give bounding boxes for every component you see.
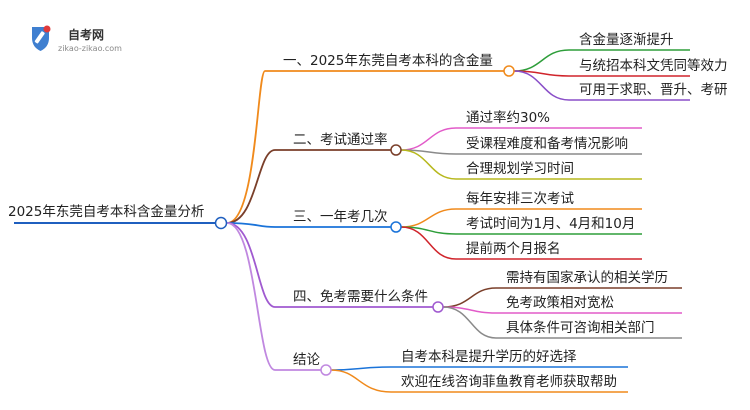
branch-connector [432, 301, 444, 313]
root-node: 2025年东莞自考本科含金量分析 [8, 204, 228, 230]
branch-edge [226, 222, 391, 228]
leaf-edge [513, 70, 690, 101]
leaf-label: 具体条件可咨询相关部门 [506, 319, 655, 336]
leaf-label: 每年安排三次考试 [466, 191, 574, 207]
edges-layer [226, 49, 690, 393]
leaf-label: 需持有国家承认的相关学历 [506, 269, 668, 286]
leaf-edge [400, 226, 642, 260]
branch-label: 结论 [293, 352, 320, 368]
leaf-label: 与统招本科文凭同等效力 [579, 57, 728, 74]
logo-pen-icon [34, 31, 45, 44]
branch-edge [226, 222, 321, 371]
branch-connector [503, 65, 515, 77]
leaf-edge [400, 208, 642, 228]
branch-connector [390, 144, 402, 156]
branch-edge [226, 149, 391, 224]
leaf-edge [330, 369, 628, 393]
leaf-label: 可用于求职、晋升、考研 [579, 82, 728, 98]
leaf-edge [442, 306, 682, 339]
leaf-edge [513, 49, 690, 72]
branch-label: 四、免考需要什么条件 [293, 288, 428, 305]
branch-label: 二、考试通过率 [293, 131, 388, 148]
root-label: 2025年东莞自考本科含金量分析 [8, 204, 204, 220]
leaf-label: 欢迎在线咨询菲鱼教育老师获取帮助 [401, 373, 617, 390]
leaf-label: 自考本科是提升学历的好选择 [401, 349, 577, 365]
leaf-edge [442, 287, 682, 308]
branch-connector [390, 221, 402, 233]
leaf-label: 通过率约30% [466, 109, 550, 126]
branch-label: 一、2025年东莞自考本科的含金量 [283, 53, 493, 69]
leaf-edge [330, 366, 628, 371]
leaf-label: 提前两个月报名 [466, 240, 561, 257]
leaf-label: 含金量逐渐提升 [579, 32, 674, 48]
leaf-label: 免考政策相对宽松 [506, 294, 614, 311]
branch-edge [226, 222, 433, 308]
logo-accent-dot [43, 25, 51, 33]
site-logo: 自考网 zikao-zikao.com [32, 25, 122, 53]
nodes-layer: 一、2025年东莞自考本科的含金量 含金量逐渐提升与统招本科文凭同等效力可用于求职… [283, 32, 728, 390]
leaf-label: 合理规划学习时间 [466, 161, 574, 177]
branch-label: 三、一年考几次 [293, 209, 388, 225]
branch-connector [320, 364, 332, 376]
leaf-label: 受课程难度和备考情况影响 [466, 135, 628, 152]
root-connector [214, 216, 228, 230]
leaf-label: 考试时间为1月、4月和10月 [466, 216, 635, 232]
leaf-edge [400, 127, 642, 151]
leaf-edge [400, 149, 642, 180]
branch-edge [226, 70, 504, 224]
logo-title: 自考网 [68, 27, 104, 42]
logo-url: zikao-zikao.com [58, 44, 122, 53]
